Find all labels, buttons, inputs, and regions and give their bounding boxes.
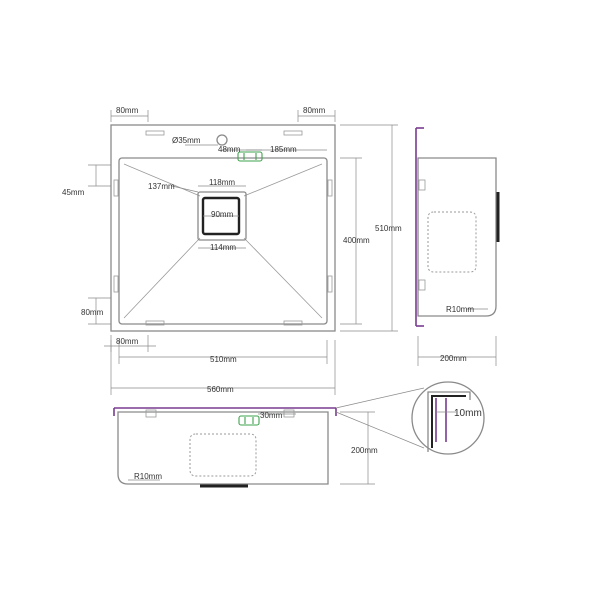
tap-hole-icon [216,134,228,146]
dim-label-side-r10: R10mm [446,305,474,314]
side-clip [418,279,426,291]
dim-label-560: 560mm [207,385,234,394]
clip-slot [145,130,165,136]
clip-slot [283,320,303,326]
clip-slot [145,320,165,326]
dim-label-510-width: 510mm [210,355,237,364]
dim-label-90: 90mm [211,210,234,219]
clip-slot [283,130,303,136]
dim-label-185: 185mm [270,145,297,154]
front-overflow-slot [238,415,260,426]
dim-label-tap-hole: Ø35mm [172,136,201,145]
clip-slot [113,275,119,293]
front-clip [283,409,295,418]
dim-label-front-r10: R10mm [134,472,162,481]
dim-label-side-200: 200mm [440,354,467,363]
dim-label-left-80: 80mm [81,308,104,317]
top-view [88,110,398,395]
side-sticker-outline [427,211,477,273]
drain-outer [197,191,247,241]
dim-label-400: 400mm [343,236,370,245]
dim-label-510-height: 510mm [375,224,402,233]
dim-label-top-left-80: 80mm [116,106,139,115]
overflow-slot [237,151,263,162]
dim-label-48: 48mm [218,145,241,154]
front-clip [145,409,157,418]
top-view-outer-rim [110,124,336,332]
clip-slot [113,179,119,197]
front-view [113,407,375,488]
dim-label-137: 137mm [148,182,175,191]
top-view-bowl [118,157,328,325]
dim-label-detail-10: 10mm [454,408,482,419]
dim-label-bottom-80: 80mm [116,337,139,346]
dim-label-front-200: 200mm [351,446,378,455]
edge-detail-callout [335,381,485,455]
clip-slot [327,275,333,293]
dim-label-left-45: 45mm [62,188,85,197]
dim-label-114: 114mm [210,243,236,252]
detail-circle [411,381,485,455]
side-clip [418,179,426,191]
dim-label-front-30: 30mm [260,411,283,420]
front-sticker-outline [189,433,257,477]
dim-label-top-right-80: 80mm [303,106,326,115]
side-view [415,127,500,366]
dim-label-118: 118mm [209,178,235,187]
clip-slot [327,179,333,197]
